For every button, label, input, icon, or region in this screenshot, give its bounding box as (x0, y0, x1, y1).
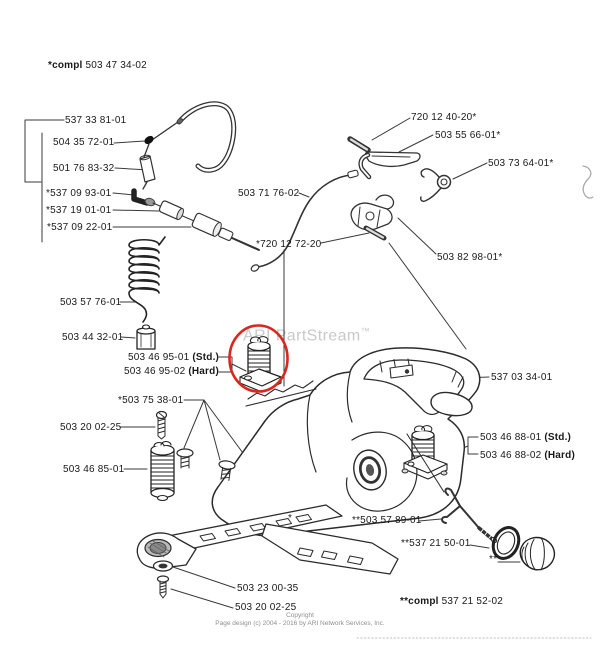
part-label-504-35-72-01[interactable]: 504 35 72-01 (53, 137, 115, 148)
part-label-501-76-83-32[interactable]: 501 76 83-32 (53, 163, 115, 174)
front-handle-cable-art (131, 101, 260, 251)
part-label-503-23-00-35[interactable]: 503 23 00-35 (237, 583, 299, 594)
part-label-503-46-95-02[interactable]: 503 46 95-02 (Hard) (124, 366, 219, 377)
plug-screw-1-art (176, 448, 194, 469)
part-label-537-19-01-01[interactable]: *537 19 01-01 (46, 205, 112, 216)
part-label-503-55-66-01[interactable]: 503 55 66-01* (435, 130, 501, 141)
part-label-503-57-76-01[interactable]: 503 57 76-01 (60, 297, 122, 308)
part-label-720-12-40-20[interactable]: 720 12 40-20* (411, 112, 477, 123)
part-label-503-44-32-01[interactable]: 503 44 32-01 (62, 332, 124, 343)
part-label-503-82-98-01[interactable]: 503 82 98-01* (437, 252, 503, 263)
left-fasteners-art (150, 410, 236, 502)
selection-highlight-circle (228, 324, 289, 393)
av-damper-503-46-85-art (150, 441, 175, 502)
starter-spring-art (128, 236, 166, 323)
part-label-compl-537-21-52-02[interactable]: **compl 537 21 52-02 (400, 596, 503, 607)
part-label-503-57-89-01[interactable]: **503 57 89-01 (352, 515, 422, 526)
part-label-503-73-64-01[interactable]: 503 73 64-01* (488, 158, 554, 169)
part-label-503-75-38-01[interactable]: *503 75 38-01 (118, 395, 184, 406)
part-label-503-71-76-02[interactable]: 503 71 76-02 (238, 188, 300, 199)
body-ref-marker: * (288, 513, 293, 524)
plug-screw-2-art (218, 460, 236, 481)
part-label-503-46-88-02[interactable]: 503 46 88-02 (Hard) (480, 450, 575, 461)
throttle-controls-art (347, 136, 594, 241)
copyright-footer: Copyright Page design (c) 2004 - 2016 by… (0, 612, 600, 628)
part-label-537-33-81-01[interactable]: 537 33 81-01 (65, 115, 127, 126)
leader-lines (24, 117, 521, 609)
highlighted-damper-art (239, 336, 282, 393)
fuel-filter-art (136, 324, 156, 350)
part-label-537-03-34-01[interactable]: 537 03 34-01 (491, 372, 553, 383)
part-label-537-21-50-01[interactable]: **537 21 50-01 (401, 538, 471, 549)
part-label-503-20-02-25-lower[interactable]: 503 20 02-25 (235, 602, 297, 613)
throttle-cable-art (250, 169, 359, 272)
copyright-line2: Page design (c) 2004 - 2016 by ARI Netwo… (215, 620, 385, 627)
part-label-503-46-85-01[interactable]: 503 46 85-01 (63, 464, 125, 475)
fuel-cap-assembly-art (406, 433, 556, 571)
copyright-line1: Copyright (286, 612, 314, 619)
part-label-720-12-72-20[interactable]: *720 12 72-20 (256, 239, 322, 250)
part-label-537-09-93-01[interactable]: *537 09 93-01 (46, 188, 112, 199)
right-parts-art (401, 391, 556, 571)
part-label-503-20-02-25-upper[interactable]: 503 20 02-25 (60, 422, 122, 433)
guide-rail-art (136, 504, 399, 599)
part-label-503-46-95-01[interactable]: 503 46 95-01 (Std.) (128, 352, 220, 363)
cap-ref-marker: ** (489, 554, 498, 565)
ari-partstream-watermark: ARI PartStream™ (243, 326, 371, 345)
part-label-503-46-88-01[interactable]: 503 46 88-01 (Std.) (480, 432, 572, 443)
part-label-compl-503-47-34-02[interactable]: *compl 503 47 34-02 (48, 60, 147, 71)
part-label-537-09-22-01[interactable]: *537 09 22-01 (47, 222, 113, 233)
